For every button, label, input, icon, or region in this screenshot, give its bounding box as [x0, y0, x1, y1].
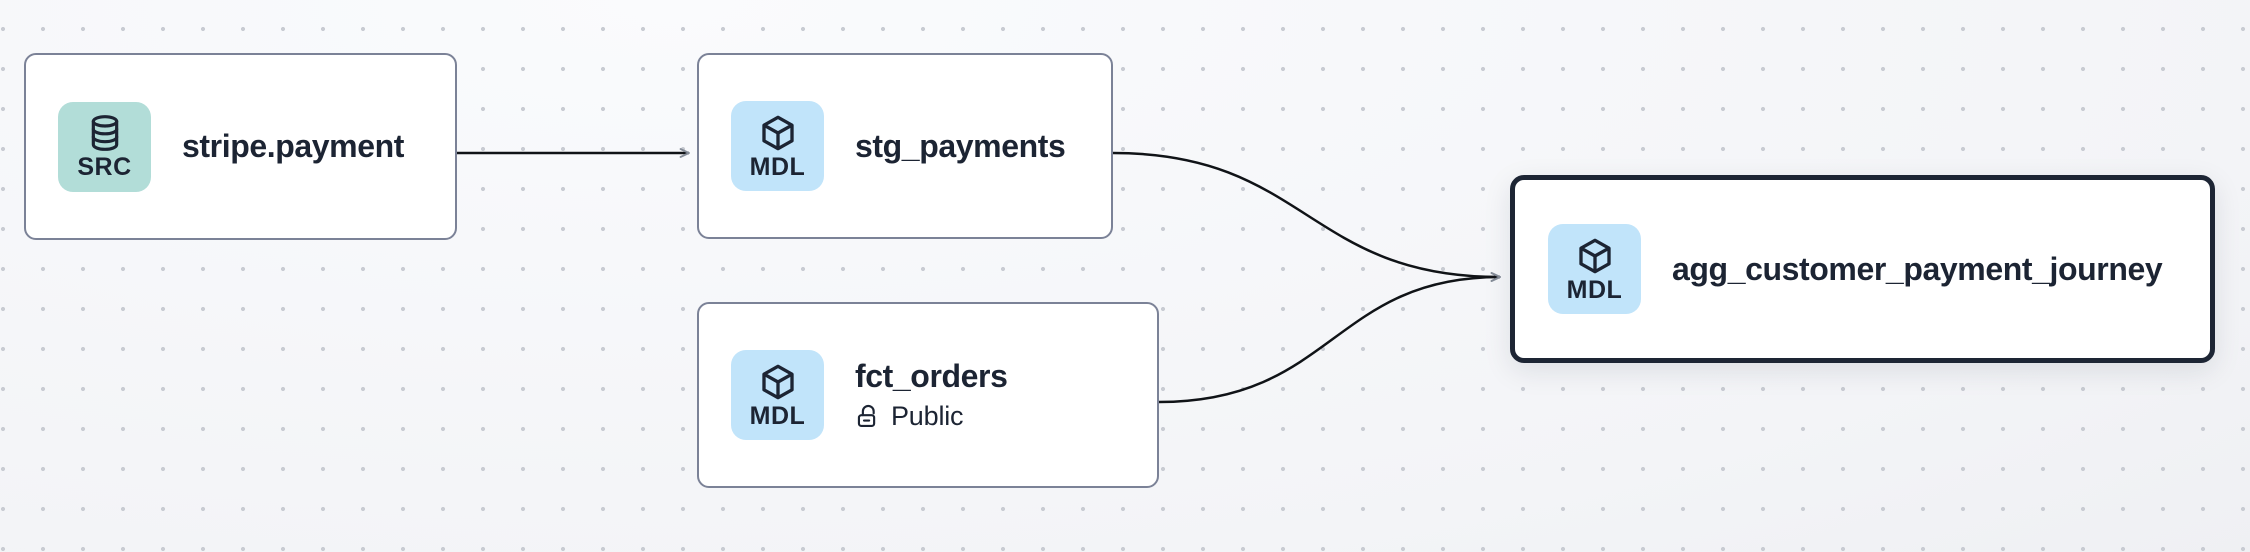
node-fct-orders[interactable]: MDL fct_orders Public	[697, 302, 1159, 488]
model-badge-label: MDL	[749, 152, 806, 181]
access-row: Public	[855, 401, 1008, 432]
node-label: stg_payments	[855, 127, 1066, 164]
model-badge-label: MDL	[749, 401, 806, 430]
node-label: stripe.payment	[182, 128, 405, 165]
model-badge: MDL	[1548, 224, 1641, 314]
node-content: fct_orders Public	[855, 358, 1008, 433]
model-badge: MDL	[731, 101, 824, 191]
access-label: Public	[891, 401, 964, 432]
node-stg-payments[interactable]: MDL stg_payments	[697, 53, 1113, 239]
database-icon	[91, 115, 118, 151]
cube-icon	[761, 115, 794, 150]
node-label: fct_orders	[855, 357, 1008, 394]
node-label: agg_customer_payment_journey	[1672, 250, 2163, 287]
lock-open-icon	[857, 405, 876, 428]
node-stripe-payment[interactable]: SRC stripe.payment	[24, 53, 457, 240]
edge-fct-orders-to-agg-customer-payment-journey	[1158, 272, 1501, 404]
model-badge: MDL	[731, 350, 824, 440]
node-agg-customer-payment-journey[interactable]: MDL agg_customer_payment_journey	[1510, 175, 2215, 363]
cube-icon	[761, 364, 794, 399]
cube-icon	[1578, 238, 1611, 273]
source-badge: SRC	[58, 101, 151, 192]
source-badge-label: SRC	[77, 153, 132, 181]
model-badge-label: MDL	[1566, 275, 1623, 304]
edge-stg-payments-to-agg-customer-payment-journey	[1112, 151, 1501, 282]
